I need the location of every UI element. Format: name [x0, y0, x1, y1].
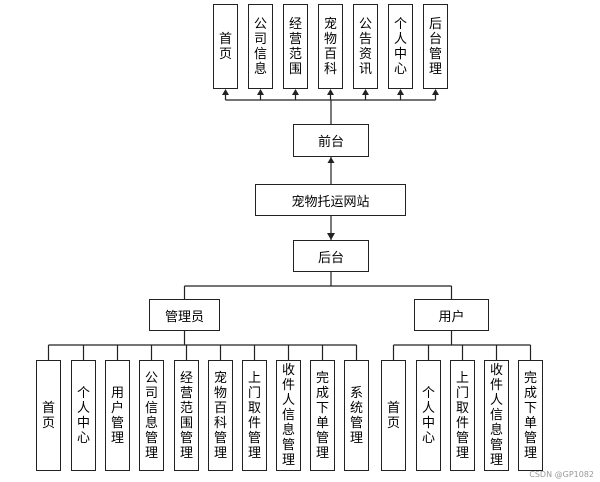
- admin-module-box: 系统管理: [344, 360, 369, 471]
- front-arrow: [432, 89, 439, 95]
- front-end-box: 前台: [293, 124, 369, 157]
- role-admin-box: 管理员: [149, 299, 220, 331]
- admin-module-box: 用户管理: [105, 360, 130, 471]
- front-arrow: [222, 89, 229, 95]
- front-arrow: [397, 89, 404, 95]
- admin-module-box: 收件人信息管理: [276, 360, 301, 471]
- watermark: CSDN @GP1082: [529, 470, 594, 479]
- user-module-box: 上门取件管理: [450, 360, 475, 471]
- admin-module-box: 经营范围管理: [174, 360, 199, 471]
- front-arrow: [327, 89, 334, 95]
- front-arrow: [362, 89, 369, 95]
- back-link-arrow: [327, 233, 335, 240]
- back-end-label: 后台: [317, 250, 344, 266]
- front-module-box: 个人中心: [388, 4, 413, 89]
- front-module-box: 经营范围: [283, 4, 308, 89]
- user-module-box: 个人中心: [416, 360, 441, 471]
- front-module-box: 后台管理: [423, 4, 448, 89]
- front-module-box: 公司信息: [248, 4, 273, 89]
- site-root-box: 宠物托运网站: [255, 184, 406, 216]
- admin-module-box: 公司信息管理: [139, 360, 164, 471]
- admin-module-box: 首页: [36, 360, 61, 471]
- front-module-box: 公告资讯: [353, 4, 378, 89]
- user-module-box: 完成下单管理: [518, 360, 543, 471]
- user-module-box: 首页: [381, 360, 406, 471]
- front-link-arrow: [327, 157, 335, 163]
- front-module-box: 首页: [213, 4, 238, 89]
- front-arrow: [257, 89, 264, 95]
- front-arrow: [292, 89, 299, 95]
- admin-module-box: 宠物百科管理: [208, 360, 233, 471]
- admin-module-box: 完成下单管理: [310, 360, 335, 471]
- user-module-box: 收件人信息管理: [484, 360, 509, 471]
- back-end-box: 后台: [293, 240, 369, 272]
- admin-module-box: 上门取件管理: [242, 360, 267, 471]
- role-user-label: 用户: [438, 309, 465, 325]
- role-user-box: 用户: [414, 299, 489, 331]
- front-end-label: 前台: [317, 135, 344, 150]
- front-module-box: 宠物百科: [318, 4, 343, 89]
- admin-module-box: 个人中心: [71, 360, 96, 471]
- site-root-label: 宠物托运网站: [291, 194, 370, 210]
- role-admin-label: 管理员: [164, 309, 204, 325]
